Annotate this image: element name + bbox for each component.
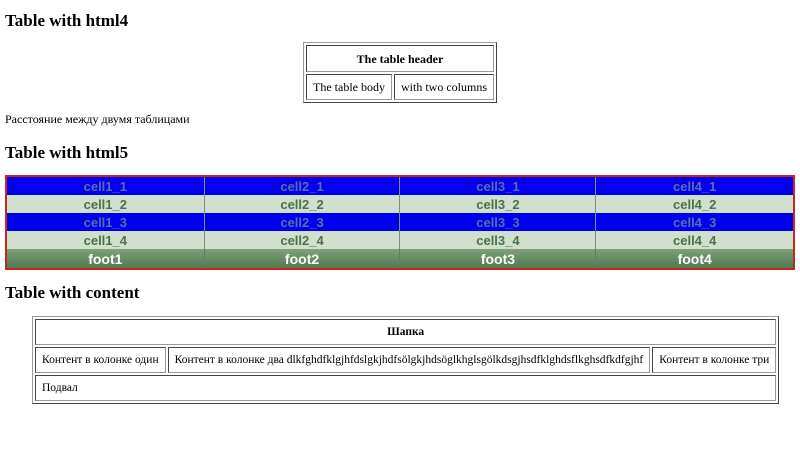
- html4-section-title: Table with html4: [5, 11, 129, 30]
- table-cell: cell3_3: [399, 213, 596, 231]
- table-cell: cell3_2: [399, 195, 596, 213]
- html4-table: The table header The table body with two…: [303, 42, 497, 103]
- footer-cell: foot4: [595, 249, 794, 269]
- table-cell: cell4_2: [595, 195, 794, 213]
- html4-body-row: The table body with two columns: [306, 74, 494, 100]
- html5-section-title: Table with html5: [5, 143, 129, 162]
- html4-header-cell: The table header: [306, 45, 494, 72]
- content-cell-three: Контент в колонке три: [652, 347, 777, 373]
- table-cell: cell4_1: [595, 176, 794, 195]
- table-cell: cell3_1: [399, 176, 596, 195]
- footer-cell: foot3: [399, 249, 596, 269]
- table-cell: cell1_2: [6, 195, 205, 213]
- content-footer-row: Подвал: [35, 375, 777, 401]
- content-header-cell: Шапка: [35, 319, 777, 345]
- html4-header-row: The table header: [306, 45, 494, 72]
- table-cell: cell2_4: [203, 231, 400, 249]
- table-cell: cell2_3: [203, 213, 400, 231]
- table-cell: cell2_1: [203, 176, 400, 195]
- content-footer-cell: Подвал: [35, 375, 777, 401]
- table-cell: cell1_3: [6, 213, 205, 231]
- html4-body-cell: with two columns: [393, 74, 494, 100]
- content-body-row: Контент в колонке один Контент в колонке…: [35, 347, 777, 373]
- table-cell: cell4_4: [595, 231, 794, 249]
- content-cell-one: Контент в колонке один: [35, 347, 166, 373]
- table-footer-row: foot1 foot2 foot3 foot4: [5, 249, 794, 269]
- footer-cell: foot2: [203, 249, 400, 269]
- table-cell: cell1_1: [6, 176, 205, 195]
- table-row: cell1_2 cell2_2 cell3_2 cell4_2: [6, 195, 794, 213]
- table-cell: cell1_4: [6, 231, 205, 249]
- content-table: Шапка Контент в колонке один Контент в к…: [32, 316, 780, 404]
- table-row: cell1_4 cell2_4 cell3_4 cell4_4: [6, 231, 794, 249]
- html4-body-cell: The table body: [306, 74, 392, 100]
- content-header-row: Шапка: [35, 319, 777, 345]
- table-row: cell1_1 cell2_1 cell3_1 cell4_1: [6, 176, 794, 195]
- content-cell-two: Контент в колонке два dlkfghdfklgjhfdslg…: [167, 347, 651, 373]
- footer-cell: foot1: [5, 249, 205, 269]
- html5-table: cell1_1 cell2_1 cell3_1 cell4_1 cell1_2 …: [5, 175, 795, 270]
- table-cell: cell2_2: [203, 195, 400, 213]
- table-cell: cell3_4: [399, 231, 596, 249]
- content-section-title: Table with content: [5, 283, 140, 302]
- table-row: cell1_3 cell2_3 cell3_3 cell4_3: [6, 213, 794, 231]
- between-tables-text: Расстояние между двумя таблицами: [5, 112, 190, 126]
- table-cell: cell4_3: [595, 213, 794, 231]
